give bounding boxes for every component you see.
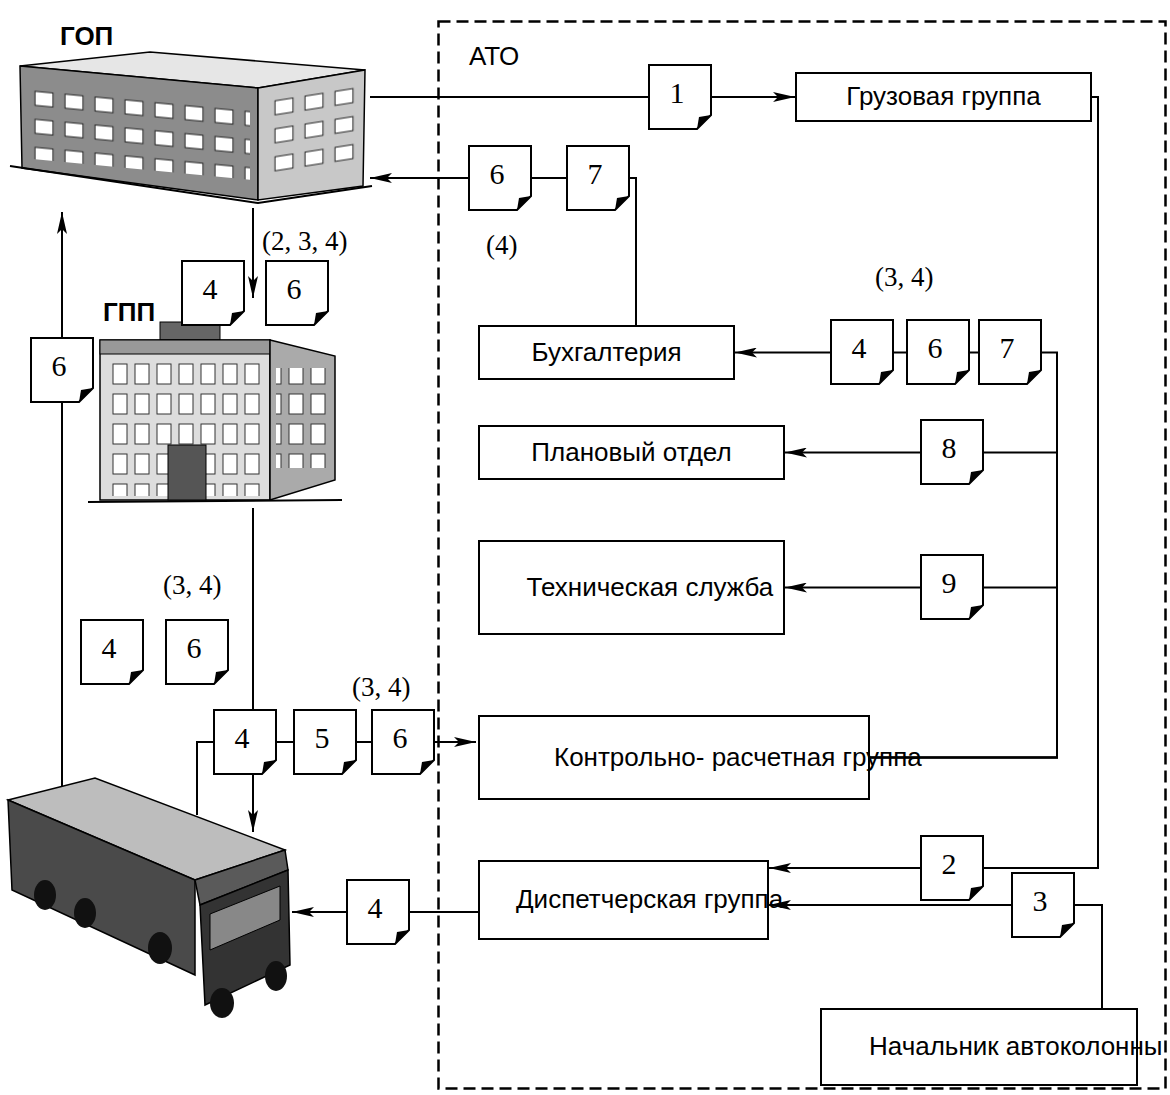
document-number: 5	[315, 721, 330, 756]
document-number: 4	[203, 272, 218, 307]
flow-arrow	[62, 212, 478, 912]
document-set-note: (3, 4)	[352, 672, 410, 703]
flow-connector	[785, 453, 1057, 758]
document-number: 4	[235, 721, 250, 756]
document-number: 4	[102, 631, 117, 666]
node-title: ГОП	[60, 22, 113, 52]
document-number: 4	[852, 331, 867, 366]
process-box: Плановый отдел	[478, 425, 785, 480]
document-set-note: (3, 4)	[163, 570, 221, 601]
dashed-boundary-line	[439, 22, 1166, 1089]
box-label: Контрольно- расчетная группа	[554, 743, 794, 773]
process-box: Контрольно- расчетная группа	[478, 715, 870, 800]
box-label: Диспетчерская группа	[516, 885, 731, 915]
document-number: 7	[588, 157, 603, 192]
flow-connector	[252, 208, 254, 298]
process-box: Диспетчерская группа	[478, 860, 769, 940]
distribution-building	[88, 322, 342, 502]
document-number: 8	[942, 431, 957, 466]
document-number: 6	[287, 272, 302, 307]
document-number: 6	[490, 157, 505, 192]
document-number: 1	[670, 76, 685, 111]
node-title: АТО	[469, 42, 519, 72]
document-icon	[31, 65, 1074, 944]
box-label: Бухгалтерия	[531, 338, 681, 368]
document-number: 6	[928, 331, 943, 366]
organization-region: АТО Грузовая группаБухгалтерияПлановый от…	[437, 20, 1167, 1090]
process-box: Начальник автоколонны	[820, 1008, 1138, 1086]
box-label: Грузовая группа	[846, 82, 1040, 112]
building-node: ГПП	[95, 298, 340, 508]
document-number: 4	[368, 891, 383, 926]
node-title: ГПП	[103, 298, 155, 328]
document-set-note: (2, 3, 4)	[262, 226, 347, 257]
truck-illustration	[8, 778, 290, 1018]
box-label: Начальник автоколонны	[869, 1032, 1089, 1062]
process-box: Бухгалтерия	[478, 325, 735, 380]
building-node: ГОП	[15, 18, 370, 208]
document-number: 2	[942, 847, 957, 882]
process-box: Грузовая группа	[795, 72, 1092, 122]
document-number: 6	[52, 349, 67, 384]
process-box: Техническая служба	[478, 540, 785, 635]
document-number: 9	[942, 566, 957, 601]
document-number: 7	[1000, 331, 1015, 366]
box-label: Плановый отдел	[531, 438, 731, 468]
document-number: 3	[1033, 884, 1048, 919]
document-number: 6	[187, 631, 202, 666]
document-number: 6	[393, 721, 408, 756]
warehouse-building	[10, 52, 372, 203]
document-set-note: (3, 4)	[875, 262, 933, 293]
document-set-note: (4)	[486, 230, 517, 261]
flow-connector	[370, 96, 795, 98]
box-label: Техническая служба	[527, 573, 737, 603]
